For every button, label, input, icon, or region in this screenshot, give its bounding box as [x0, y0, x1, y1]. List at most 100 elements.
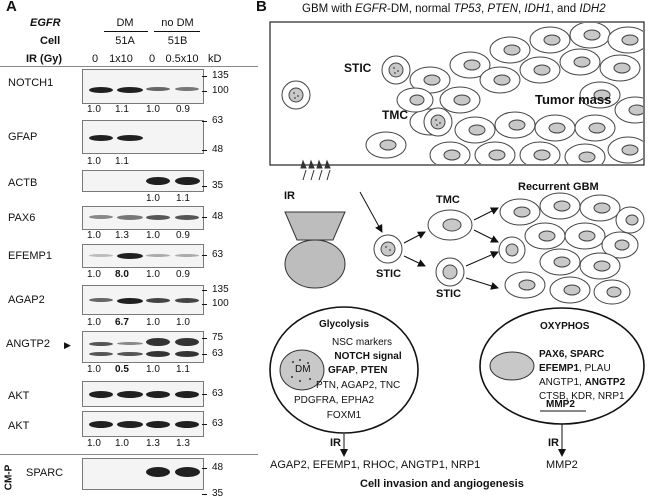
tumor-mass-cells	[396, 23, 643, 164]
dm-underline	[104, 31, 148, 32]
blot-label-akt: AKT	[8, 420, 30, 432]
blot-akt	[82, 411, 204, 437]
cell-51b: 51B	[167, 35, 188, 47]
quant-value: 1.0	[176, 317, 190, 328]
ir-value: 0	[91, 53, 99, 65]
quant-value: 6.7	[115, 317, 129, 328]
blot-label-angtp2: ANGTP2	[6, 338, 51, 350]
glycolysis-title: Glycolysis	[318, 319, 370, 330]
recurrent-gbm-cells	[498, 192, 645, 305]
stic-cells	[281, 55, 453, 137]
footer-caption: Cell invasion and angiogenesis	[360, 478, 524, 490]
quant-value: 1.0	[87, 104, 101, 115]
blot-label-agap2: AGAP2	[8, 294, 45, 306]
blot-angtp2	[82, 331, 204, 363]
marker-48: 48	[212, 462, 224, 473]
marker-48: 48	[212, 211, 224, 222]
marker-35: 35	[212, 180, 224, 191]
quant-value: 1.0	[87, 156, 101, 167]
quant-value: 0.9	[176, 230, 190, 241]
marker-35: 35	[212, 488, 224, 499]
blot-label-actb: ACTB	[8, 177, 38, 189]
blot-label-sparc: SPARC	[26, 467, 64, 479]
quant-value: 1.1	[115, 104, 129, 115]
marker-63: 63	[212, 388, 224, 399]
glycolysis-genes: FOXM1	[326, 410, 362, 421]
quant-value: 1.0	[87, 230, 101, 241]
dm-cell	[279, 349, 325, 391]
blot-label-akt: AKT	[8, 390, 30, 402]
marker-63: 63	[212, 348, 224, 359]
quant-value: 1.0	[115, 438, 129, 449]
invasion-genes: AGAP2, EFEMP1, RHOC, ANGTP1, NRP1	[270, 459, 481, 471]
marker-63: 63	[212, 249, 224, 260]
marker-75: 75	[212, 332, 224, 343]
ir-label: IR	[548, 437, 559, 449]
cell-51a: 51A	[115, 35, 135, 47]
quant-value: 1.3	[115, 230, 129, 241]
blot-actb	[82, 170, 204, 192]
quant-value: 0.5	[115, 364, 129, 375]
quant-value: 1.1	[115, 156, 129, 167]
panel-a-letter: A	[6, 0, 17, 15]
blot-efemp1	[82, 244, 204, 268]
ir-device-icon	[284, 159, 346, 289]
quant-value: 1.0	[87, 364, 101, 375]
no-dm-underline	[154, 31, 200, 32]
oxyphos-title: OXYPHOS	[540, 321, 590, 332]
nsc-markers: NSC markers	[331, 337, 392, 348]
arrowhead-icon: ▶	[64, 340, 71, 350]
quant-value: 1.0	[87, 269, 101, 280]
oxyphos-genes: PAX6, SPARC	[539, 349, 605, 360]
cmp-divider	[0, 454, 258, 455]
stic-label: STIC	[376, 268, 402, 280]
tumor-mass-label: Tumor mass	[535, 92, 612, 107]
dm-label: DM	[295, 364, 311, 375]
blot-akt	[82, 381, 204, 407]
quant-value: 1.0	[87, 438, 101, 449]
marker-135: 135	[212, 70, 229, 81]
marker-135: 135	[212, 284, 229, 295]
glycolysis-ellipse	[269, 306, 419, 434]
glycolysis-genes: PTN, AGAP2, TNC	[316, 380, 401, 391]
blot-sparc	[82, 458, 204, 490]
blot-notch1	[82, 69, 204, 104]
quant-value: 1.0	[146, 364, 160, 375]
cell-label: Cell	[40, 35, 61, 47]
tmc-label: TMC	[436, 194, 460, 206]
panel-b-title: GBM with EGFR-DM, normal TP53, PTEN, IDH…	[302, 3, 606, 15]
mmp2-gene: MMP2	[546, 459, 578, 471]
mmp2-boxed: MMP2	[546, 399, 575, 410]
ir-label: IR	[284, 190, 295, 202]
quant-value: 1.3	[176, 438, 190, 449]
oxyphos-cell	[489, 351, 535, 381]
ir-gy-label: IR (Gy)	[26, 53, 63, 65]
stic-label: STIC	[436, 288, 462, 300]
blot-gfap	[82, 120, 204, 154]
oxyphos-genes: ANGTP1, ANGTP2	[539, 377, 626, 388]
blot-label-notch1: NOTCH1	[8, 77, 54, 89]
quant-value: 1.0	[146, 317, 160, 328]
panel-b-letter: B	[256, 0, 267, 15]
marker-63: 63	[212, 115, 224, 126]
marker-63: 63	[212, 418, 224, 429]
quant-value: 8.0	[115, 269, 129, 280]
quant-value: 0.9	[176, 104, 190, 115]
quant-value: 1.3	[146, 438, 160, 449]
quant-value: 1.0	[146, 193, 160, 204]
blot-pax6	[82, 206, 204, 230]
ir-label: IR	[330, 437, 341, 449]
quant-value: 1.1	[176, 364, 190, 375]
quant-value: 1.0	[87, 317, 101, 328]
blot-label-pax6: PAX6	[8, 212, 36, 224]
quant-value: 1.0	[146, 230, 160, 241]
ir-value: 0.5x10	[165, 53, 199, 65]
gfap-pten: GFAP, PTEN	[328, 365, 388, 376]
dm-label: DM	[116, 17, 134, 29]
quant-value: 1.1	[176, 193, 190, 204]
ir-value: 0	[148, 53, 156, 65]
oxyphos-genes: CTSB, KDR, NRP1	[539, 391, 625, 402]
kd-label: kD	[208, 53, 222, 65]
marker-100: 100	[212, 298, 229, 309]
